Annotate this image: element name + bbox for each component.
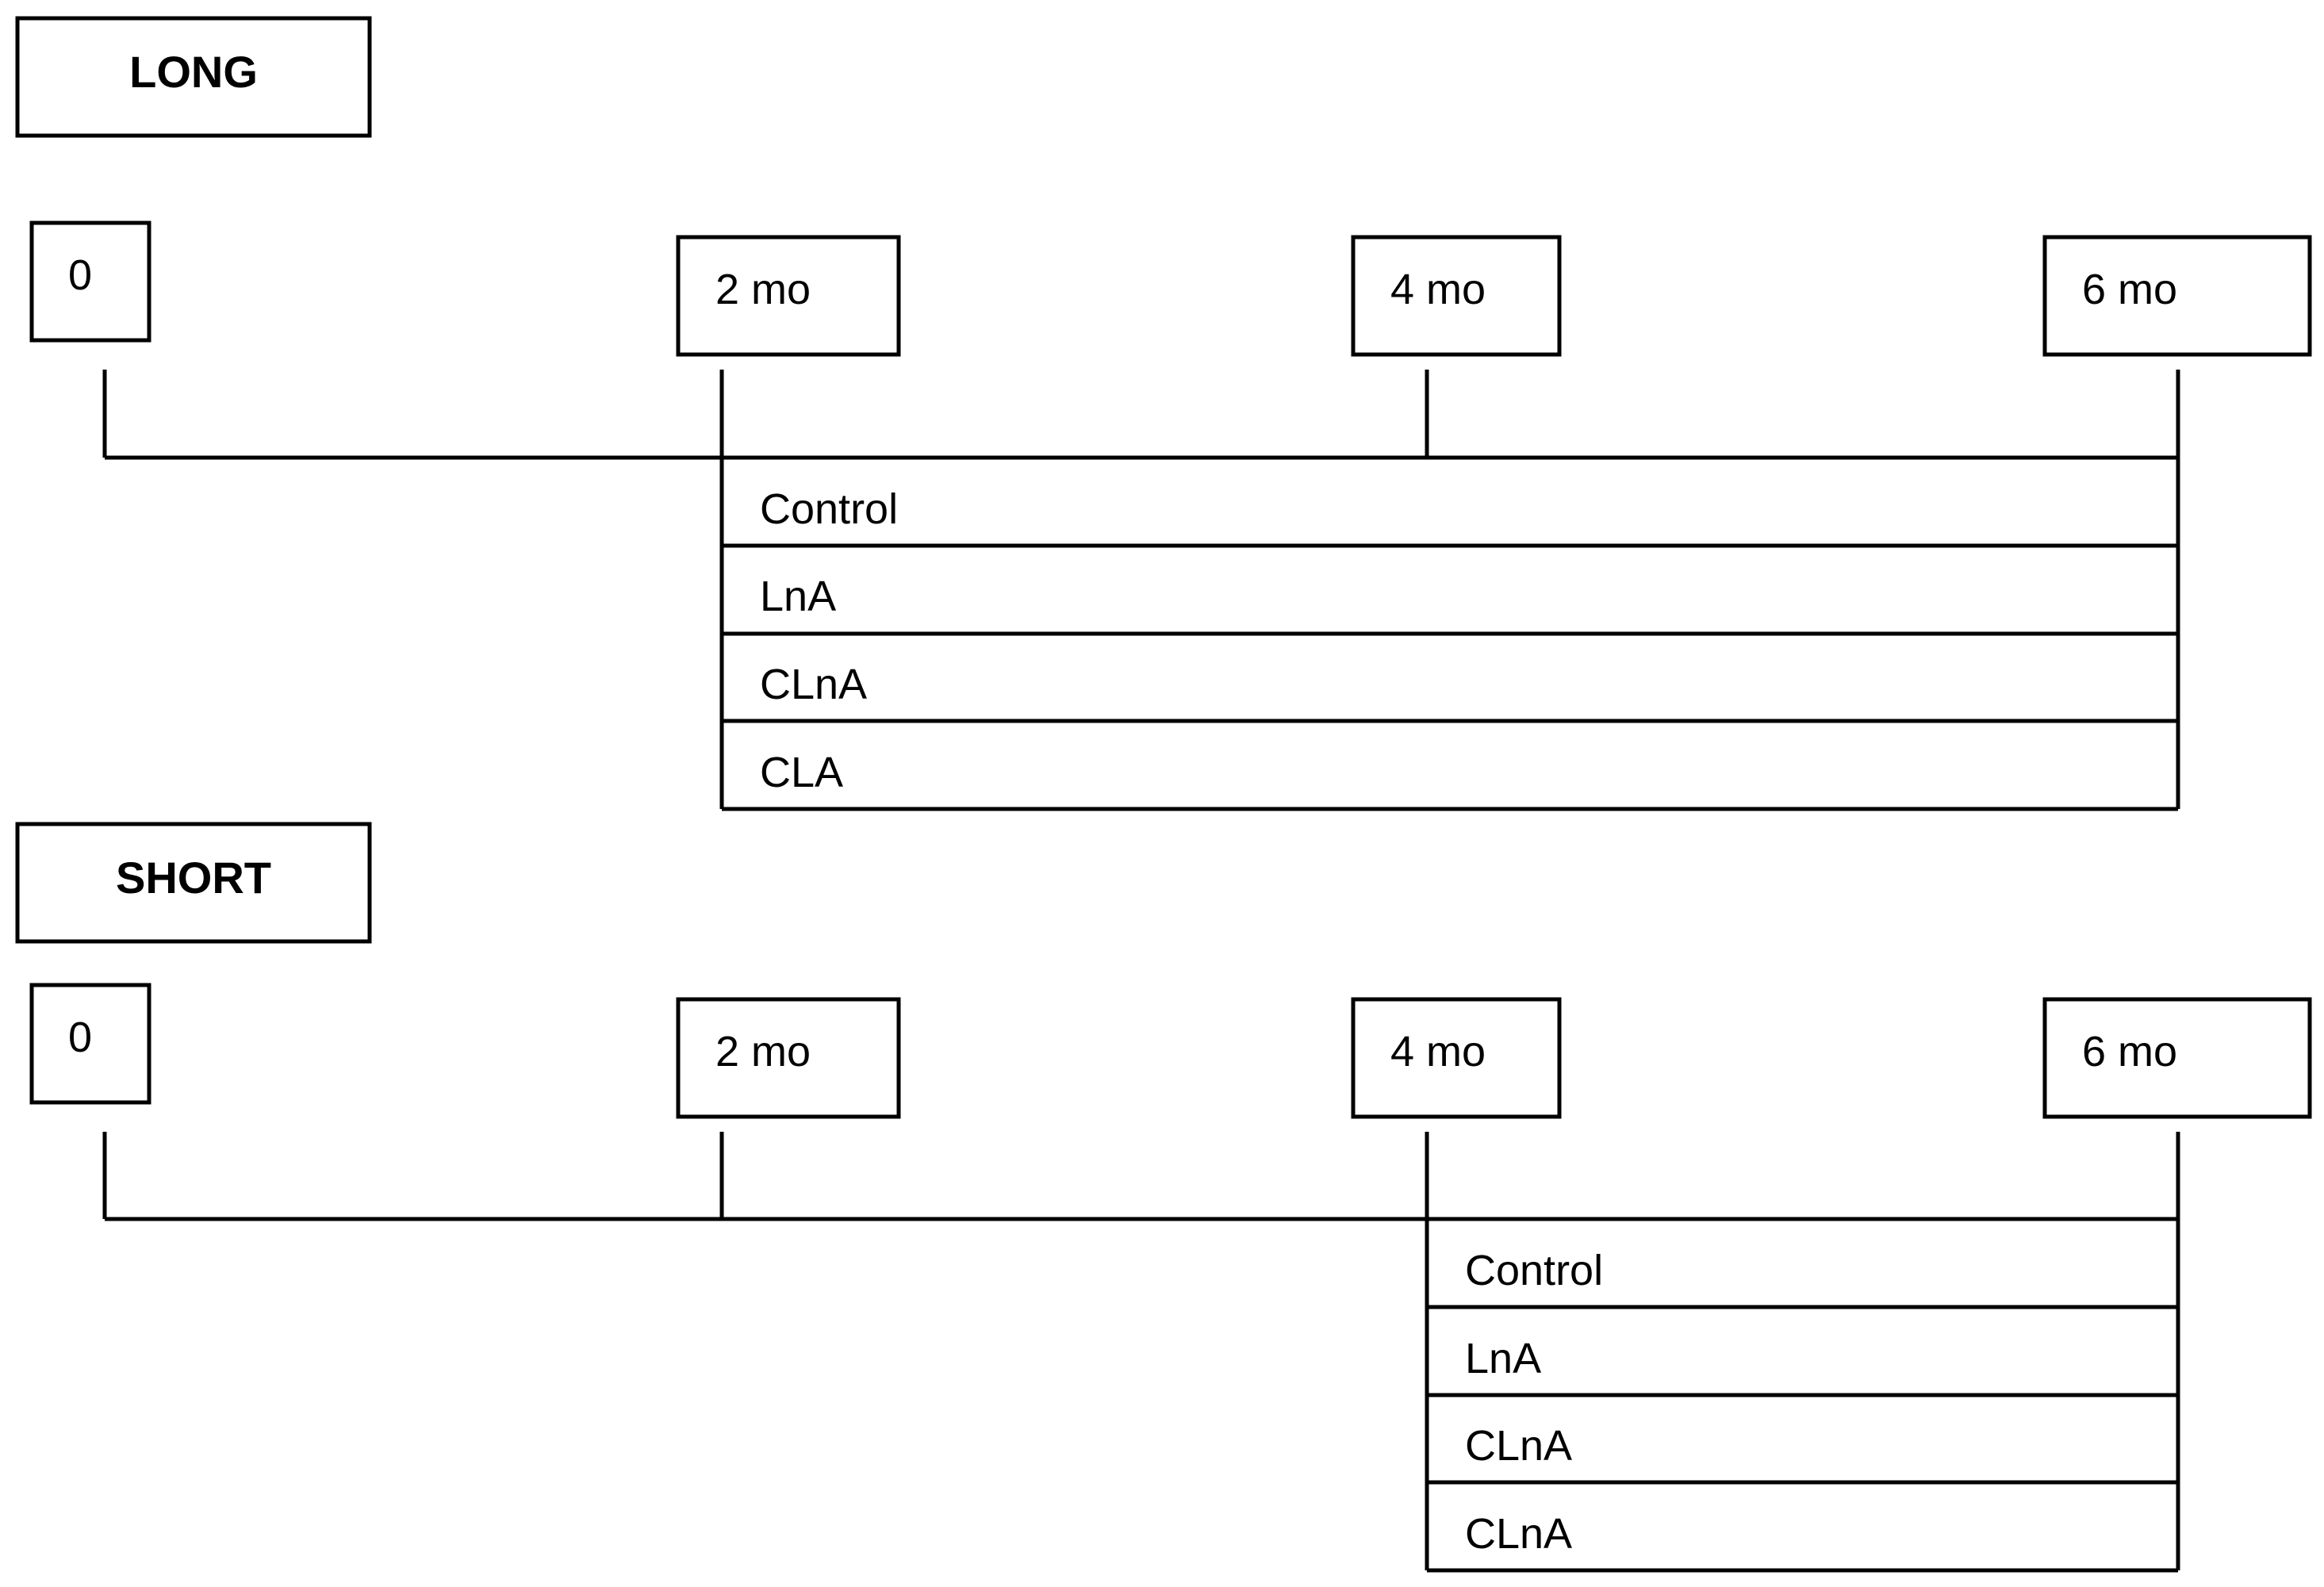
short-timepoint-label-6mo: 6 mo: [2082, 1028, 2177, 1075]
panel-short-title: SHORT: [116, 853, 271, 903]
panel-long-title: LONG: [129, 47, 258, 97]
short-timepoint-label-2mo: 2 mo: [715, 1028, 811, 1075]
long-group-cla: CLA: [760, 749, 843, 796]
short-group-lna: LnA: [1465, 1335, 1541, 1382]
short-group-clna-2: CLnA: [1465, 1510, 1572, 1558]
short-timepoint-label-0: 0: [68, 1014, 92, 1061]
panel-long: LONG 0 2 mo 4 mo 6 mo Control LnA CLnA C…: [15, 16, 2312, 811]
long-group-clna: CLnA: [760, 661, 867, 708]
panel-short-title-box: [15, 822, 372, 944]
long-timepoint-box-0: [29, 220, 151, 343]
long-timepoint-box-2mo: [676, 235, 901, 357]
long-timepoint-label-2mo: 2 mo: [715, 266, 811, 313]
short-timepoint-box-4mo: [1351, 997, 1562, 1119]
short-group-clna: CLnA: [1465, 1422, 1572, 1470]
short-groups-table: Control LnA CLnA CLnA: [1425, 1219, 2180, 1573]
panel-short: SHORT 0 2 mo 4 mo 6 mo Control LnA CLnA …: [15, 822, 2312, 1573]
long-timepoint-label-0: 0: [68, 251, 92, 299]
short-timepoint-label-4mo: 4 mo: [1390, 1028, 1486, 1075]
short-timepoint-box-2mo: [676, 997, 901, 1119]
short-timepoint-box-0: [29, 983, 151, 1105]
long-timepoint-label-6mo: 6 mo: [2082, 266, 2177, 313]
long-timepoint-label-4mo: 4 mo: [1390, 266, 1486, 313]
short-timepoint-box-6mo: [2042, 997, 2312, 1119]
panel-long-title-box: [15, 16, 372, 138]
long-group-lna: LnA: [760, 573, 836, 620]
short-group-control: Control: [1465, 1247, 1603, 1294]
long-timepoint-box-4mo: [1351, 235, 1562, 357]
long-groups-table: Control LnA CLnA CLA: [719, 458, 2180, 811]
long-timepoint-box-6mo: [2042, 235, 2312, 357]
long-group-control: Control: [760, 485, 898, 533]
